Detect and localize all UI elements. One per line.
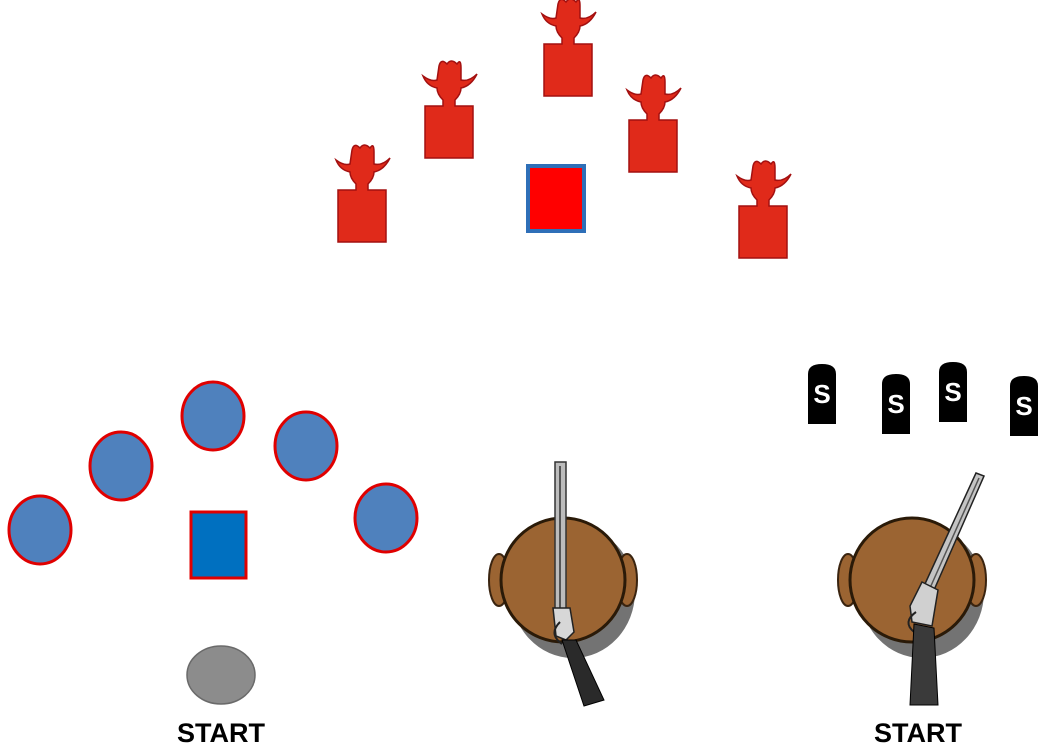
shooter-topdown-icon bbox=[836, 516, 988, 660]
start-label-left: START bbox=[177, 718, 265, 748]
blue-target-2 bbox=[88, 430, 154, 502]
cowboy-silhouette-target-3 bbox=[626, 74, 682, 173]
blue-target-4 bbox=[273, 410, 339, 482]
top-stage bbox=[335, 0, 792, 259]
plate-letter-4: S bbox=[1015, 391, 1032, 421]
cowboy-silhouette-target-4 bbox=[335, 144, 391, 243]
shooter-with-rifle bbox=[487, 461, 639, 707]
cowboy-silhouette-target-5 bbox=[736, 160, 792, 259]
start-label-right: START bbox=[874, 718, 962, 748]
blue-target-5 bbox=[353, 482, 419, 554]
start-marker bbox=[186, 645, 256, 705]
plate-letter-2: S bbox=[887, 389, 904, 419]
plates-stage: S S S S bbox=[808, 362, 1038, 436]
blue-shooting-box bbox=[189, 510, 248, 580]
cowboy-silhouette-target-1 bbox=[541, 0, 597, 97]
red-shooting-box bbox=[526, 164, 586, 233]
cowboy-silhouette-target-2 bbox=[422, 60, 478, 159]
shotgun-icon bbox=[907, 472, 986, 706]
knockdown-plate-icon-1: S bbox=[808, 364, 836, 424]
knockdown-plate-icon-2: S bbox=[882, 374, 910, 434]
plate-letter-1: S bbox=[813, 379, 830, 409]
knockdown-plate-icon-3: S bbox=[939, 362, 967, 422]
plate-letter-3: S bbox=[944, 377, 961, 407]
bottom-left-stage bbox=[7, 380, 419, 705]
rifle-icon bbox=[552, 461, 605, 707]
shooter-with-shotgun bbox=[836, 472, 988, 706]
blue-target-3 bbox=[180, 380, 246, 452]
blue-target-1 bbox=[7, 494, 73, 566]
knockdown-plate-icon-4: S bbox=[1010, 376, 1038, 436]
